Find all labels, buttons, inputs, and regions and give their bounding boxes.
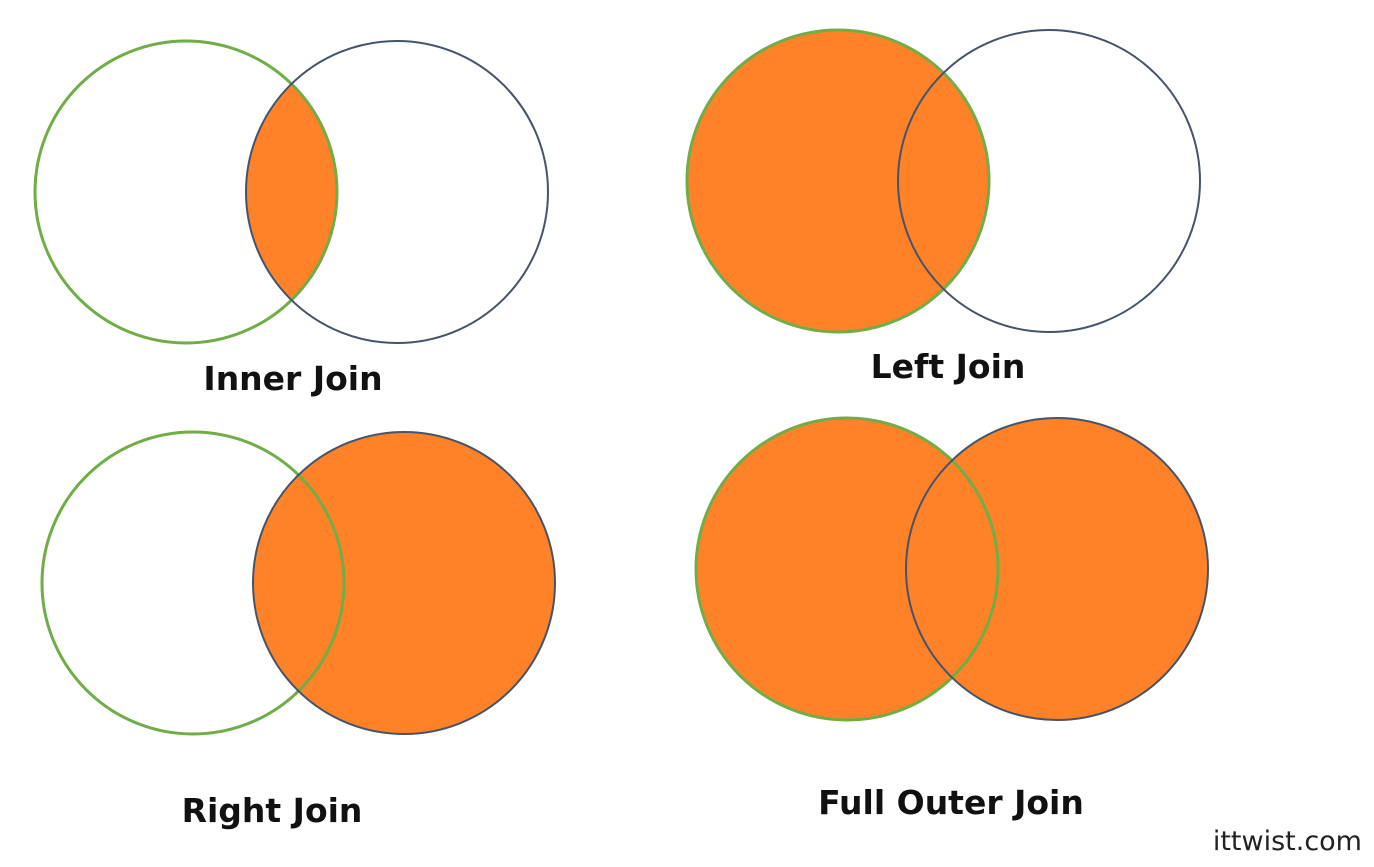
full-outer-join-diagram <box>694 416 1209 722</box>
right-join-right-circle <box>252 431 556 735</box>
site-watermark: ittwist.com <box>1212 826 1362 857</box>
right-join-diagram <box>40 430 556 736</box>
left-join-left-fill <box>687 30 989 332</box>
right-join-left-circle <box>40 430 346 736</box>
full-join-left-circle <box>694 416 1000 722</box>
right-join-label: Right Join <box>181 791 363 830</box>
full-join-left-fill <box>696 418 998 720</box>
inner-join-diagram <box>33 39 549 345</box>
left-join-left-circle <box>685 28 991 334</box>
full-join-right-circle <box>905 417 1209 721</box>
right-join-right-fill <box>253 432 555 734</box>
inner-join-intersection-fill <box>246 41 337 343</box>
inner-join-right-circle <box>245 40 549 344</box>
inner-join-left-circle <box>33 39 339 345</box>
full-outer-join-label: Full Outer Join <box>818 783 1084 822</box>
inner-join-label: Inner Join <box>203 359 383 398</box>
left-join-diagram <box>685 28 1201 334</box>
full-join-right-fill <box>906 418 1208 720</box>
left-join-right-circle <box>897 29 1201 333</box>
left-join-label: Left Join <box>870 347 1026 386</box>
